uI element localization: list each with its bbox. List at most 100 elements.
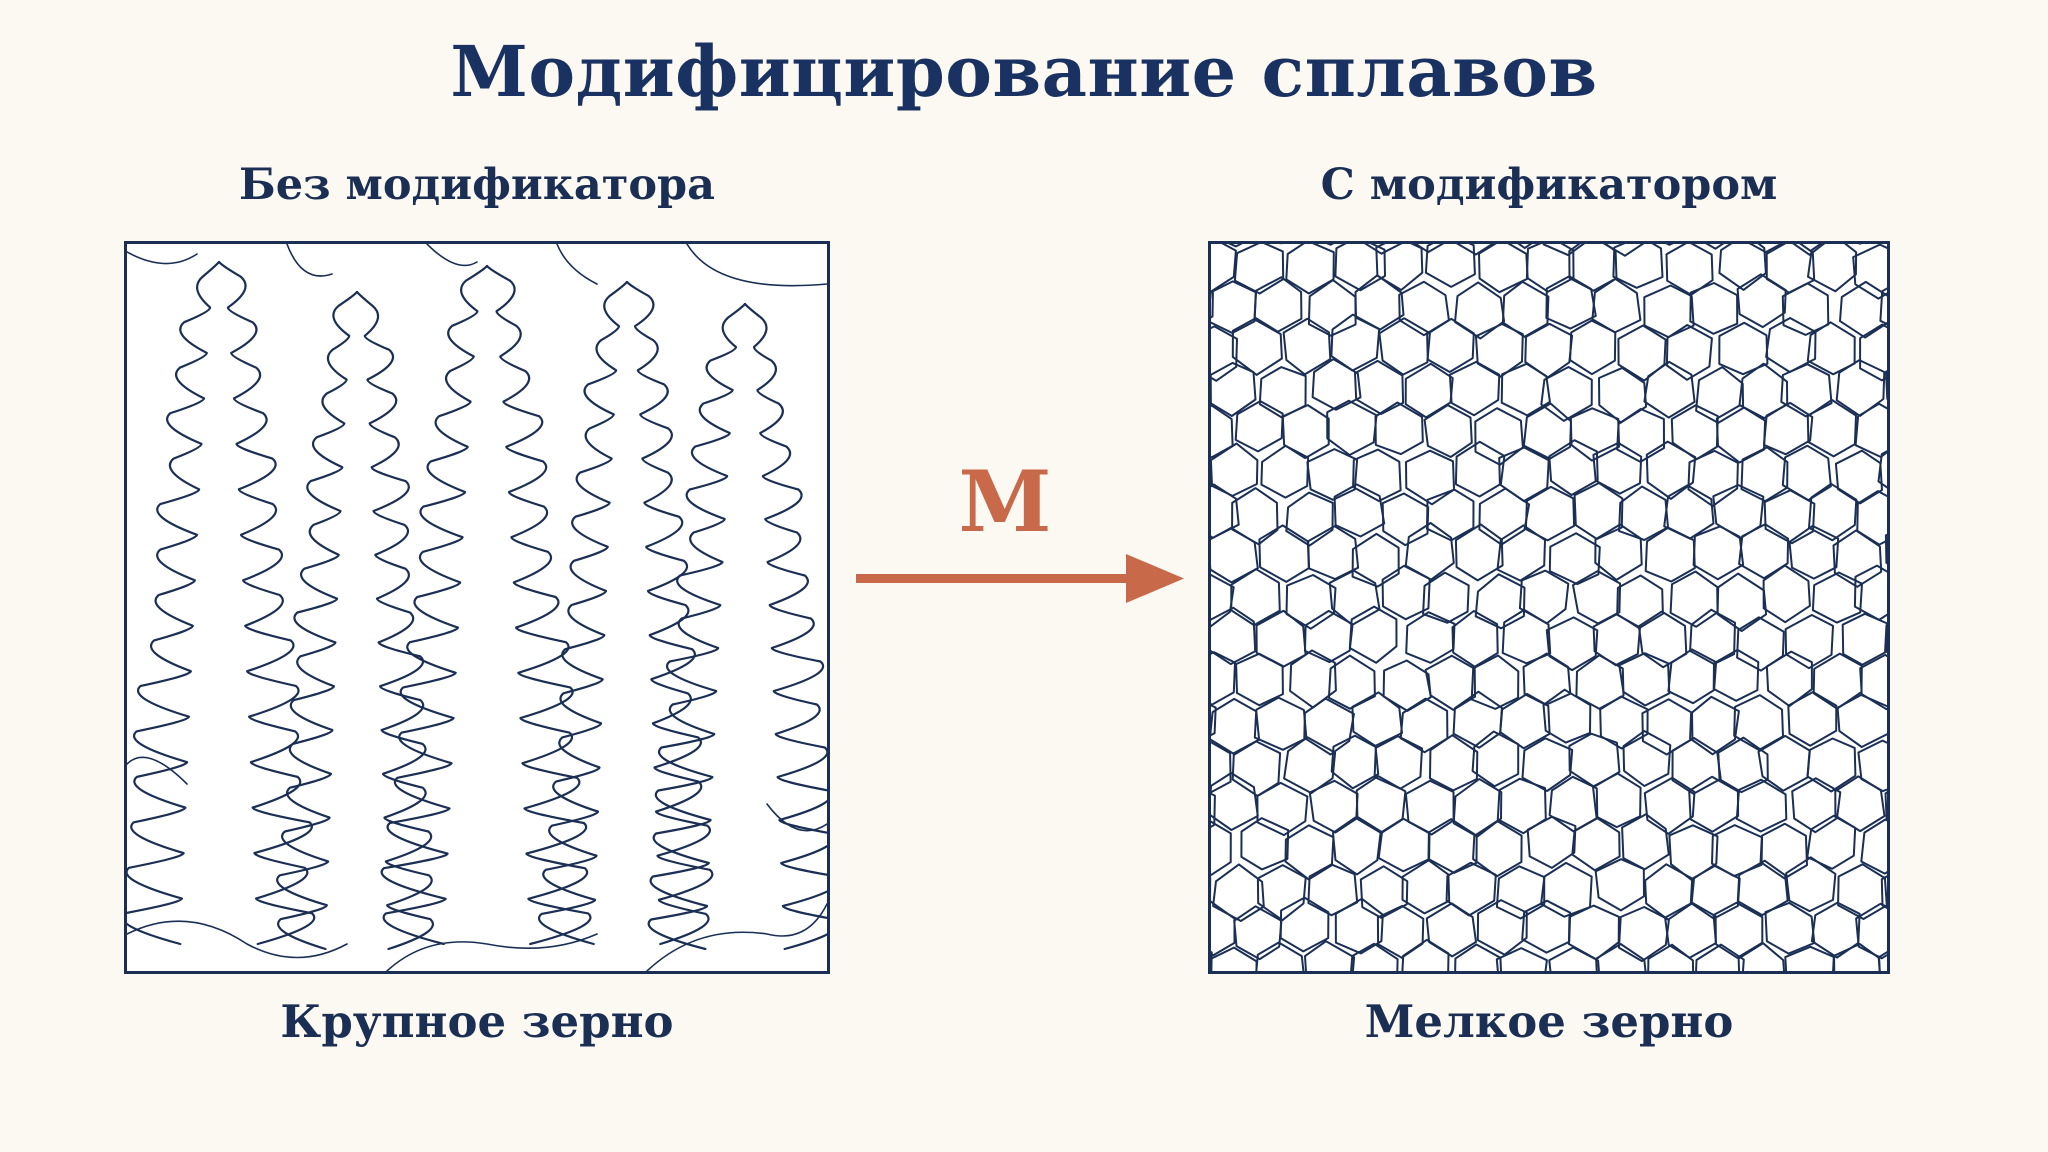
grain-cell-309 <box>1255 941 1305 971</box>
grain-cell-222 <box>1211 741 1232 794</box>
grain-cell-70 <box>1211 361 1257 417</box>
grain-boundary-10 <box>766 803 827 832</box>
grain-cell-65 <box>1806 321 1856 376</box>
grain-cell-115 <box>1740 446 1789 503</box>
grain-cell-312 <box>1401 938 1450 971</box>
grain-cell-35 <box>1211 290 1214 319</box>
grain-cell-281 <box>1540 861 1593 918</box>
grain-cell-216 <box>1689 695 1740 756</box>
grain-cell-198 <box>1667 648 1718 705</box>
grain-cell-111 <box>1548 439 1599 496</box>
grain-cell-196 <box>1575 654 1625 710</box>
grain-cell-315 <box>1548 946 1600 971</box>
grain-cell-150 <box>1788 524 1840 580</box>
dendrite-right-edge-4 <box>625 280 714 946</box>
grain-cell-81 <box>1738 362 1789 420</box>
grain-cell-321 <box>1833 943 1881 971</box>
grain-cell-192 <box>1382 659 1432 712</box>
grain-cell-145 <box>1548 532 1601 586</box>
grain-cell-158 <box>1381 564 1431 621</box>
grain-cell-27 <box>1612 244 1664 289</box>
grain-cell-292 <box>1279 896 1330 953</box>
grain-cell-45 <box>1643 284 1695 339</box>
grain-cell-193 <box>1424 654 1476 711</box>
grain-cell-123 <box>1333 483 1386 538</box>
grain-cell-47 <box>1736 273 1787 329</box>
grain-cell-105 <box>1260 444 1310 499</box>
grain-cell-294 <box>1376 904 1425 959</box>
modifier-label: М <box>958 452 1052 551</box>
grain-cell-257 <box>1240 817 1290 871</box>
grain-cell-286 <box>1785 856 1837 913</box>
grain-cell-19 <box>1233 244 1285 295</box>
grain-cell-142 <box>1404 522 1455 581</box>
grain-cell-39 <box>1354 274 1405 331</box>
grain-cell-89 <box>1326 399 1378 456</box>
grain-cell-76 <box>1500 362 1551 417</box>
grain-cell-77 <box>1540 366 1593 422</box>
grain-cell-268 <box>1759 822 1808 880</box>
grain-cell-269 <box>1806 814 1857 870</box>
grain-cell-130 <box>1663 484 1715 540</box>
grain-cell-297 <box>1521 899 1572 954</box>
grain-cell-322 <box>1877 951 1887 971</box>
dendrite-right-edge-5 <box>743 302 827 951</box>
grain-cell-303 <box>1810 901 1861 959</box>
grain-cell-249 <box>1643 776 1696 835</box>
grain-cell-75 <box>1448 360 1501 417</box>
grain-cell-275 <box>1256 864 1307 922</box>
grain-cell-18 <box>1211 244 1237 293</box>
grain-cell-91 <box>1423 404 1473 458</box>
grain-boundary-5 <box>686 244 827 287</box>
grain-cell-79 <box>1643 360 1696 419</box>
grain-cell-132 <box>1763 489 1816 545</box>
grain-cell-87 <box>1234 400 1284 453</box>
dendrite-left-edge-3 <box>380 264 489 946</box>
grain-cell-266 <box>1668 824 1719 881</box>
grain-cell-239 <box>1211 792 1216 829</box>
grain-cell-183 <box>1736 616 1785 672</box>
grain-boundary-1 <box>127 251 198 265</box>
grain-cell-80 <box>1695 366 1745 424</box>
grain-cell-308 <box>1211 946 1258 971</box>
grain-cell-9 <box>1542 244 1585 257</box>
grain-cell-95 <box>1616 408 1665 463</box>
grain-cell-231 <box>1622 730 1672 787</box>
grain-cell-307 <box>1211 950 1213 971</box>
grain-cell-217 <box>1733 694 1784 751</box>
grain-cell-58 <box>1475 323 1524 378</box>
grain-cell-277 <box>1359 865 1409 919</box>
grain-cell-90 <box>1374 401 1424 456</box>
grain-cell-259 <box>1332 816 1382 876</box>
grain-cell-24 <box>1478 244 1529 294</box>
grain-cell-42 <box>1501 280 1550 338</box>
grain-cell-256 <box>1211 820 1232 877</box>
grain-cell-197 <box>1618 652 1671 707</box>
grain-cell-304 <box>1855 902 1887 960</box>
grain-cell-32 <box>1852 244 1887 300</box>
grain-cell-229 <box>1521 737 1574 792</box>
dendrite-right-edge-2 <box>355 290 434 951</box>
grain-cell-138 <box>1211 526 1259 584</box>
grain-cell-300 <box>1664 901 1717 959</box>
grain-cell-20 <box>1285 244 1335 295</box>
grain-cell-131 <box>1712 484 1765 540</box>
right-panel-caption: Мелкое зерно <box>1364 995 1734 1048</box>
grain-cell-60 <box>1569 319 1617 376</box>
grain-cell-149 <box>1738 523 1790 580</box>
grain-cell-174 <box>1304 609 1354 664</box>
dendrite-left-edge-2 <box>276 290 359 951</box>
grain-cell-246 <box>1496 777 1547 835</box>
grain-cell-211 <box>1452 690 1503 749</box>
grain-cell-50 <box>1879 287 1887 326</box>
grain-cell-227 <box>1429 734 1479 792</box>
grain-cell-52 <box>1211 325 1238 382</box>
grain-cell-263 <box>1526 815 1577 869</box>
grain-cell-316 <box>1595 943 1647 971</box>
grain-cell-84 <box>1885 370 1887 400</box>
grain-cell-121 <box>1231 487 1279 546</box>
grain-cell-63 <box>1718 321 1769 376</box>
grain-cell-141 <box>1351 532 1400 588</box>
grain-cell-98 <box>1763 401 1814 456</box>
grain-cell-26 <box>1568 244 1618 292</box>
